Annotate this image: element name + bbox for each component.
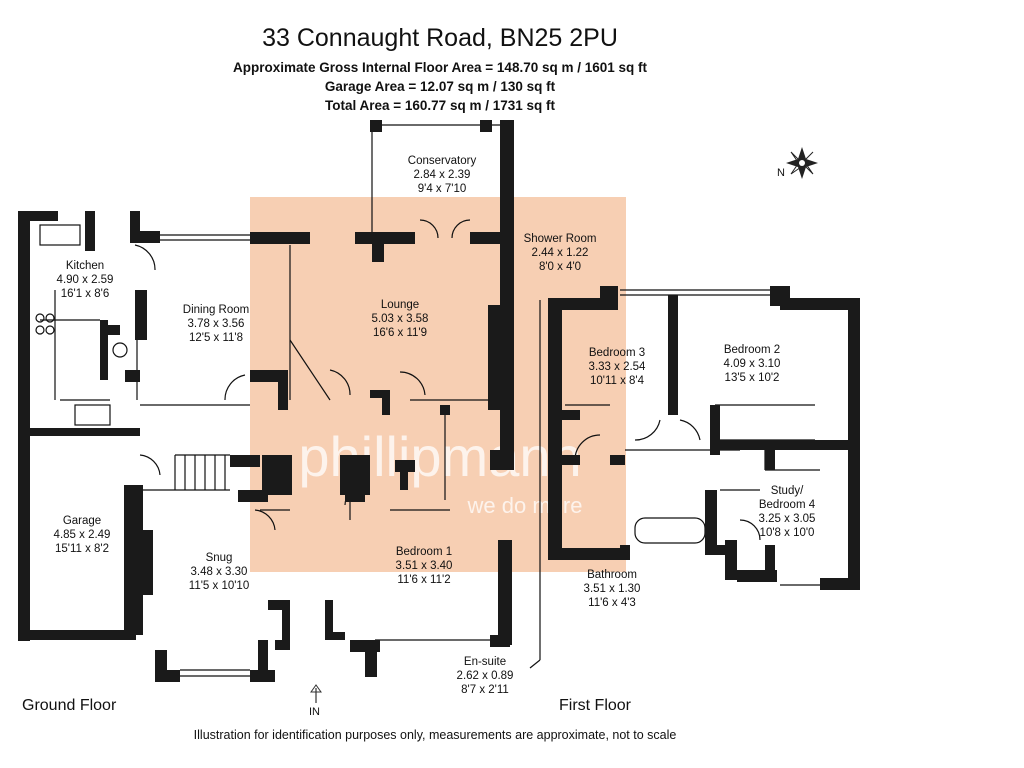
ground-floor-label: Ground Floor bbox=[22, 697, 117, 714]
compass-north-label: N bbox=[777, 167, 785, 179]
total-area: Total Area = 160.77 sq m / 1731 sq ft bbox=[325, 98, 555, 113]
entrance-arrow-icon bbox=[310, 684, 322, 703]
plan-title: 33 Connaught Road, BN25 2PU bbox=[262, 24, 618, 52]
compass-icon bbox=[786, 147, 818, 179]
first-floor-label: First Floor bbox=[559, 697, 631, 714]
garage-area: Garage Area = 12.07 sq m / 130 sq ft bbox=[324, 79, 556, 94]
watermark-tagline: we do more bbox=[467, 493, 583, 518]
walls bbox=[18, 120, 860, 682]
entrance-label: IN bbox=[309, 706, 320, 718]
gross-area: Approximate Gross Internal Floor Area = … bbox=[232, 60, 648, 75]
disclaimer-footer: Illustration for identification purposes… bbox=[193, 728, 677, 742]
